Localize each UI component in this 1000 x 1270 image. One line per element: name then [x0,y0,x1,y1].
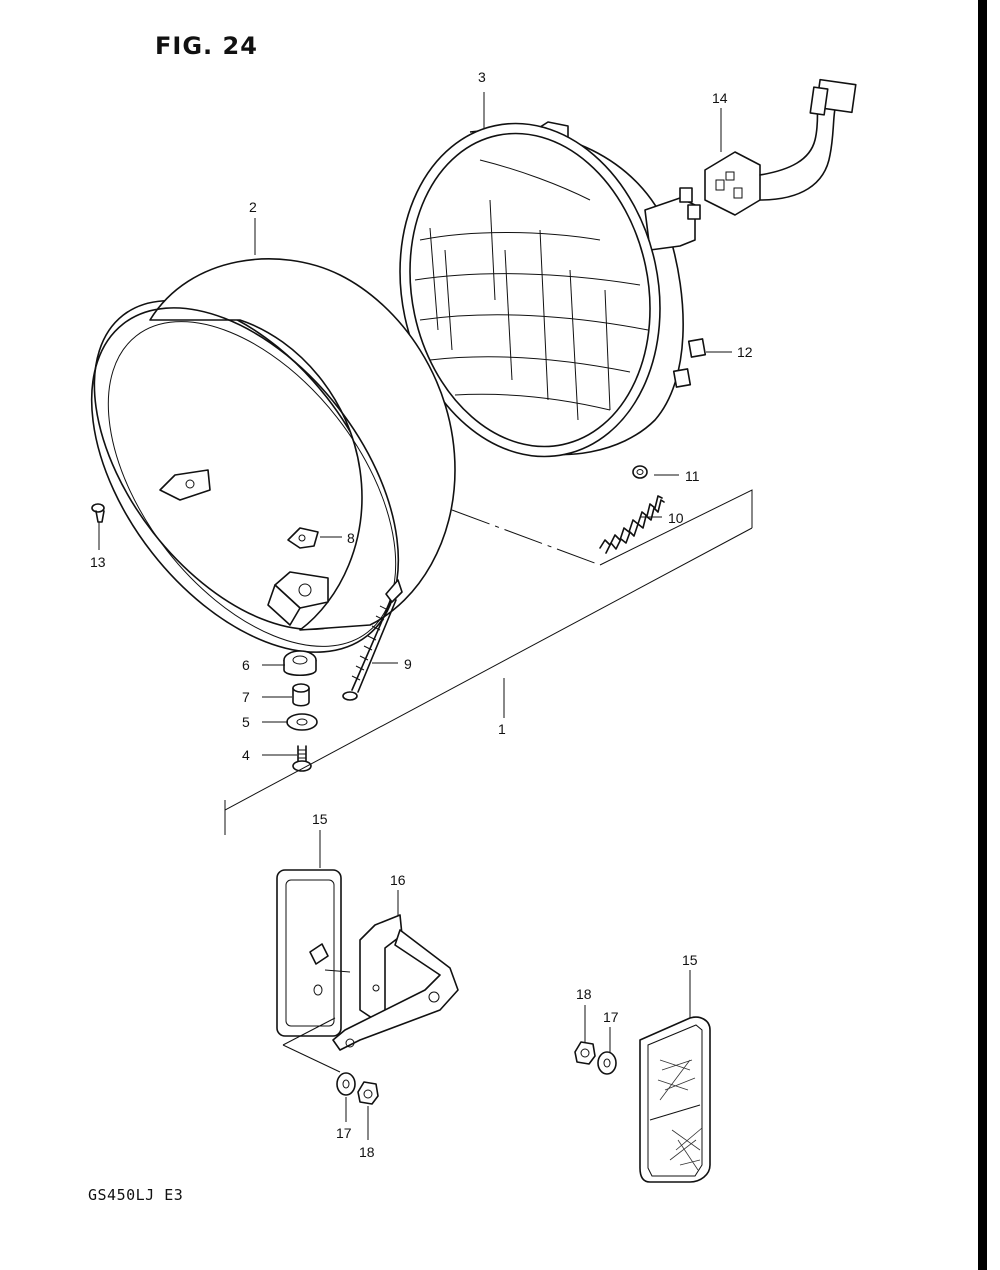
callout-5: 5 [242,714,250,730]
callout-18-left: 18 [359,1144,375,1160]
callout-18-right: 18 [576,986,592,1002]
figure-title: FIG. 24 [155,32,258,60]
assembly-1-bracket [224,489,753,835]
callout-8: 8 [347,530,355,546]
leader-lines [98,92,732,1140]
callout-4: 4 [242,747,250,763]
screw-13-part [91,503,105,523]
callout-16: 16 [390,872,406,888]
grommet-6-part [283,650,317,677]
reflector-15-right-part [639,1016,711,1183]
nut-18-left-part [357,1081,379,1105]
callout-2: 2 [249,199,257,215]
nut-18-right-part [574,1041,596,1065]
callout-13: 13 [90,554,106,570]
callout-6: 6 [242,657,250,673]
headlight-rim-part [90,258,456,653]
socket-connector-part [704,78,857,216]
callout-17-left: 17 [336,1125,352,1141]
callout-labels: 3 2 14 12 11 10 8 13 9 6 7 5 4 1 15 16 1… [90,69,753,1160]
headlight-unit-part [399,121,707,458]
callout-9: 9 [404,656,412,672]
callout-10: 10 [668,510,684,526]
bolt-4-part [292,745,312,772]
page-edge-border [978,0,987,1270]
callout-15-left: 15 [312,811,328,827]
callout-7: 7 [242,689,250,705]
callout-12: 12 [737,344,753,360]
washer-17-right-part [597,1051,617,1075]
reflector-15-left-part [276,869,342,1037]
adjust-screw-9-part [342,579,403,701]
callout-17-right: 17 [603,1009,619,1025]
bracket-16-part [282,914,459,1073]
callout-15-right: 15 [682,952,698,968]
washer-17-left-part [336,1072,356,1096]
callout-11: 11 [685,468,700,484]
clip-nut-8-part [287,527,319,549]
spring-10-part [599,495,665,554]
callout-14: 14 [712,90,728,106]
callout-3: 3 [478,69,486,85]
model-code-label: GS450LJ E3 [88,1186,184,1204]
washer-5-part [286,713,318,731]
callout-1: 1 [498,721,506,737]
washer-11-part [632,465,648,479]
collar-7-part [292,683,310,707]
